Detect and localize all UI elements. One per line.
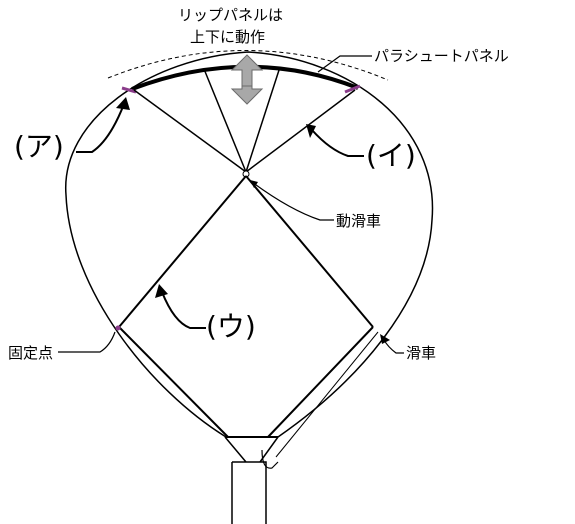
rope-lower-right — [267, 326, 374, 438]
label-u-leader — [161, 291, 206, 329]
basket-body — [224, 436, 279, 524]
fixed-point-marker — [115, 325, 121, 331]
pulley-arrowhead — [380, 334, 390, 344]
shroud-line-3 — [245, 66, 281, 173]
label-a-leader — [76, 103, 125, 153]
label-a: (ア) — [14, 130, 64, 163]
shroud-line-4 — [245, 89, 356, 173]
parachute-panel-leader — [317, 55, 372, 73]
rope-lower-left — [118, 326, 229, 438]
label-u-arrowhead — [155, 284, 168, 298]
label-a-arrowhead — [116, 97, 130, 110]
fixed-point-leader — [58, 331, 116, 353]
shroud-line-2 — [203, 68, 247, 173]
shroud-line-1 — [133, 89, 247, 173]
basket-clip — [261, 449, 279, 469]
label-i-leader — [311, 129, 364, 157]
moving-pulley-arrowhead — [250, 180, 258, 188]
rope-upper-left — [118, 175, 247, 328]
label-moving-pulley: 動滑車 — [336, 212, 381, 230]
label-pulley: 滑車 — [406, 344, 436, 362]
balloon-envelope — [65, 51, 434, 438]
panel-end-right-accent — [344, 84, 361, 94]
top-note-line2: 上下に動作 — [190, 28, 265, 46]
pulley-rope — [275, 331, 379, 458]
lip-panel-dashed-outline — [107, 50, 389, 81]
up-down-arrow-icon — [230, 54, 264, 105]
pulley-leader — [383, 339, 404, 354]
label-u: (ウ) — [206, 310, 256, 343]
label-fixed-point: 固定点 — [8, 344, 53, 362]
top-note-line1: リップパネルは — [178, 6, 283, 24]
moving-pulley-leader — [251, 181, 334, 221]
label-i-arrowhead — [306, 124, 316, 138]
label-parachute-panel: パラシュートパネル — [374, 47, 509, 65]
panel-end-left-accent — [121, 86, 137, 94]
rope-upper-right — [245, 175, 374, 328]
label-i: (イ) — [366, 139, 416, 172]
